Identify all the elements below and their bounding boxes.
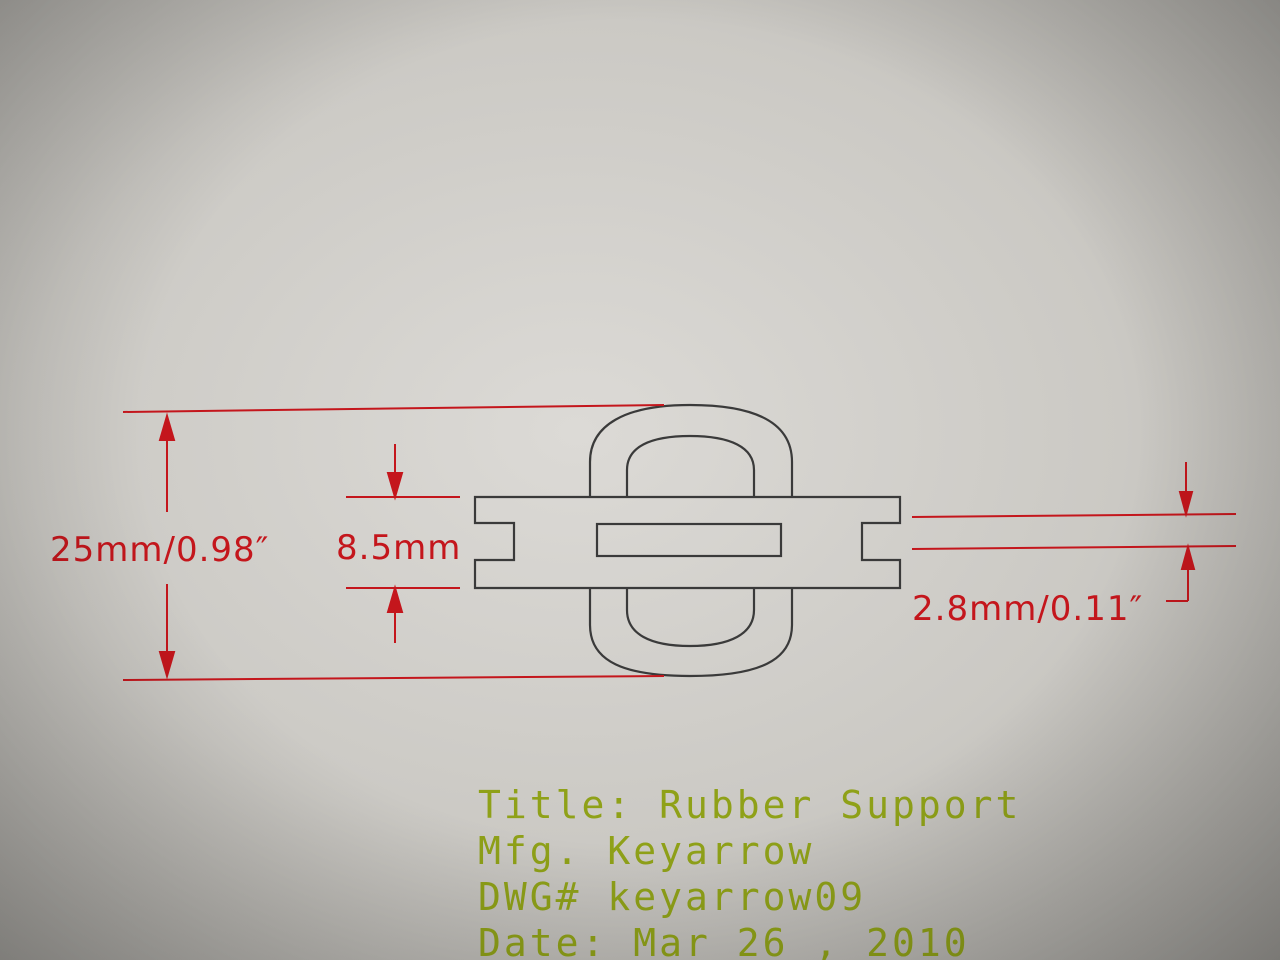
manufacturer: Mfg. Keyarrow — [478, 829, 815, 873]
arrow-up-icon — [1180, 543, 1196, 570]
overall-extension-top — [122, 404, 665, 413]
inner-loop-bottom — [625, 588, 756, 648]
drawing-number: DWG# keyarrow09 — [478, 875, 867, 919]
arrow-up-icon — [158, 412, 176, 441]
slot-extension-bottom — [911, 545, 1237, 550]
arrow-down-icon — [158, 651, 176, 680]
slot-height-label: 2.8mm/0.11″ — [912, 589, 1143, 629]
outer-loop-bottom — [588, 588, 794, 678]
inner-height-label: 8.5mm — [336, 528, 461, 568]
overall-height-label: 25mm/0.98″ — [50, 530, 269, 570]
overall-extension-bottom — [122, 675, 665, 681]
arrow-up-icon — [386, 584, 404, 613]
dimension-lines — [122, 404, 1237, 681]
part-outline — [473, 403, 902, 678]
outer-loop-top — [588, 403, 794, 497]
arrow-down-icon — [386, 472, 404, 501]
drawing-date: Date: Mar 26 , 2010 — [478, 921, 970, 960]
slot-extension-top — [911, 513, 1237, 518]
arrow-down-icon — [1178, 491, 1194, 518]
inner-loop-top — [625, 434, 756, 497]
center-slot — [595, 522, 783, 558]
title-block: Title: Rubber Support Mfg. Keyarrow DWG#… — [478, 782, 1098, 960]
support-bar — [473, 495, 902, 590]
drawing-title: Title: Rubber Support — [478, 783, 1022, 827]
